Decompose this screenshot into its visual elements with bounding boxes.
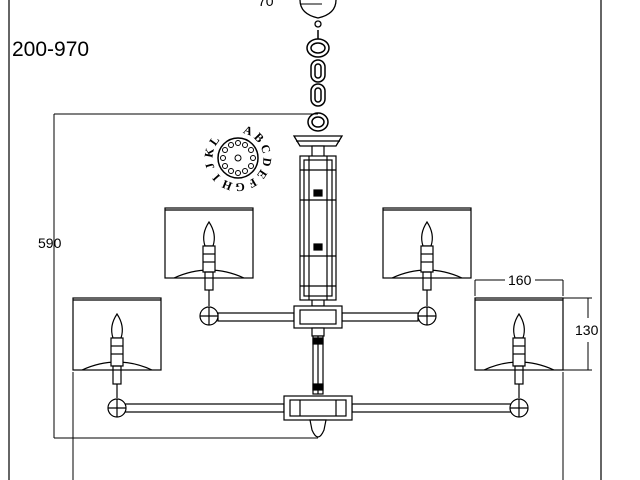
finish-code-letter: F [246,175,259,191]
total-width-dimension [72,372,564,480]
lower-arm [123,395,513,438]
finish-code-letter: A [242,122,255,138]
lower-right-lamp [474,297,564,418]
body-height-label: 590 [38,235,62,251]
finish-code-letter: E [254,167,270,181]
total-width-label: 1300 [303,477,334,480]
finish-code-letter: G [235,180,245,195]
finish-code-letter: K [201,146,217,158]
top-hub [292,135,344,147]
lower-left-lamp [72,297,162,418]
shade-height-dimension [563,297,592,371]
upper-right-lamp [382,207,472,326]
finish-code-letter: I [209,171,223,184]
finish-code-letter: J [202,161,217,171]
chain [306,30,330,132]
drawing-frame [8,0,602,480]
shade-width-dimension [474,279,564,296]
lower-stem [312,335,324,395]
finish-code-letter: D [259,157,274,168]
top-partial-dimension: 70 [258,0,274,9]
finish-code-letter: C [258,143,274,156]
finish-code-letter: H [219,177,234,194]
upper-arm [217,305,419,337]
upper-left-lamp [164,207,254,326]
body-height-dimension [53,113,318,439]
ceiling-canopy [299,0,337,28]
shade-width-label: 160 [508,272,532,288]
shade-height-label: 130 [575,322,599,338]
central-stem [299,145,337,307]
finish-code-letter: L [206,133,222,148]
height-range-label: 200-970 [12,38,89,61]
finish-code-letter: B [251,130,267,145]
